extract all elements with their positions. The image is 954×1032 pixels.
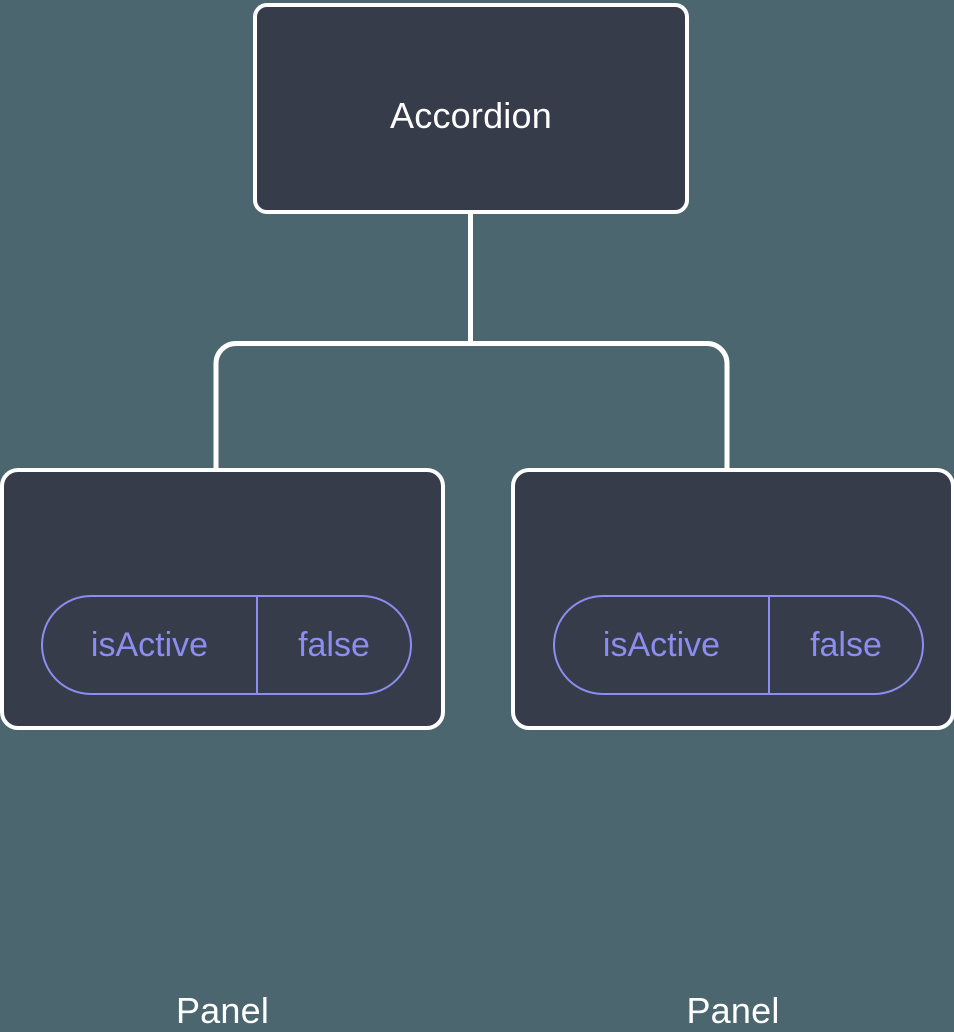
diagram-canvas: Accordion Panel isActive false Panel isA… xyxy=(0,3,954,1031)
edge-branch-right xyxy=(470,341,730,470)
panel-left-prop-pill[interactable]: isActive false xyxy=(41,595,412,695)
panel-node-left[interactable]: Panel isActive false xyxy=(0,468,445,1031)
edge-branch-left xyxy=(213,341,471,470)
panel-node-right-title: Panel xyxy=(686,990,780,1031)
panel-left-prop-value: false xyxy=(298,626,370,664)
root-node-accordion[interactable]: Accordion xyxy=(253,3,689,214)
panel-left-prop-key: isActive xyxy=(43,597,258,693)
panel-right-prop-value: false xyxy=(810,626,882,664)
root-node-title: Accordion xyxy=(390,95,552,136)
panel-right-prop-key: isActive xyxy=(555,597,770,693)
panel-node-left-title: Panel xyxy=(175,990,270,1031)
panel-right-prop-pill[interactable]: isActive false xyxy=(553,595,924,695)
panel-node-right[interactable]: Panel isActive false xyxy=(511,468,954,1031)
